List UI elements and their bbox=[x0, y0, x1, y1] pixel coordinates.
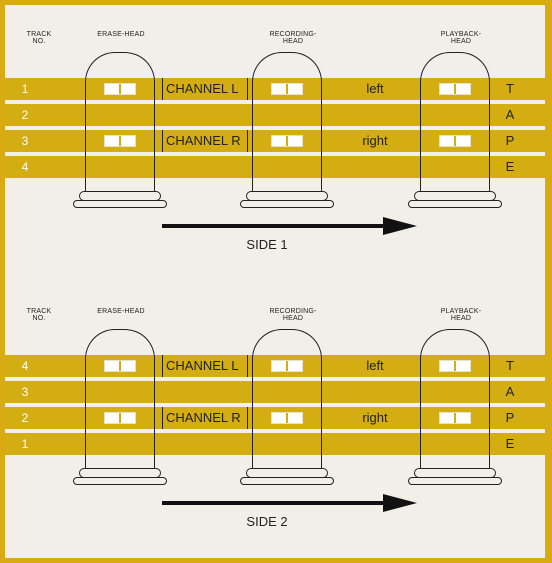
tape-letter: A bbox=[505, 107, 515, 122]
head-gap bbox=[439, 83, 471, 95]
side-label: SIDE 1 bbox=[246, 237, 288, 252]
tape-letter: A bbox=[505, 384, 515, 399]
erase-head bbox=[85, 52, 155, 192]
head-gap bbox=[104, 83, 136, 95]
playback-head-header: PLAYBACK-HEAD bbox=[440, 31, 482, 45]
recording-head-header: RECORDING-HEAD bbox=[269, 31, 317, 45]
track-no-header: TRACK NO. bbox=[26, 31, 52, 45]
head-gap bbox=[104, 360, 136, 372]
direction-arrow bbox=[162, 224, 387, 228]
left-label: left bbox=[366, 81, 384, 96]
erase-head-foot bbox=[73, 477, 167, 485]
right-label: right bbox=[362, 133, 388, 148]
side-2-panel: TRACK NO. ERASE-HEAD RECORDING-HEAD PLAYBAC… bbox=[5, 282, 545, 550]
erase-head-header: ERASE-HEAD bbox=[97, 31, 145, 38]
channel-l-label: CHANNEL L bbox=[162, 355, 248, 377]
tape-letter: E bbox=[505, 436, 515, 451]
tape-letter: P bbox=[505, 133, 515, 148]
playback-head bbox=[420, 329, 490, 469]
playback-head-header: PLAYBACK-HEAD bbox=[440, 308, 482, 322]
channel-r-label: CHANNEL R bbox=[162, 407, 248, 429]
head-gap bbox=[439, 412, 471, 424]
track-number: 4 bbox=[21, 359, 29, 373]
tape-letter: P bbox=[505, 410, 515, 425]
head-gap bbox=[271, 135, 303, 147]
side-label: SIDE 2 bbox=[246, 514, 288, 529]
side-1-panel: TRACK NO. ERASE-HEAD RECORDING-HEAD PLAYBAC… bbox=[5, 5, 545, 273]
track-no-header: TRACK NO. bbox=[26, 308, 52, 322]
arrow-head bbox=[383, 217, 417, 235]
channel-r-label: CHANNEL R bbox=[162, 130, 248, 152]
recording-head bbox=[252, 329, 322, 469]
erase-head-foot bbox=[73, 200, 167, 208]
head-gap bbox=[104, 412, 136, 424]
track-number: 1 bbox=[21, 437, 29, 451]
track-number: 2 bbox=[21, 411, 29, 425]
track-number: 4 bbox=[21, 160, 29, 174]
tape-letter: T bbox=[506, 81, 514, 96]
channel-l-label: CHANNEL L bbox=[162, 78, 248, 100]
arrow-head bbox=[383, 494, 417, 512]
erase-head bbox=[85, 329, 155, 469]
recording-head-foot bbox=[240, 200, 334, 208]
tape-letter: T bbox=[506, 358, 514, 373]
head-gap bbox=[271, 83, 303, 95]
tape-letter: E bbox=[505, 159, 515, 174]
erase-head-header: ERASE-HEAD bbox=[97, 308, 145, 315]
recording-head-header: RECORDING-HEAD bbox=[269, 308, 317, 322]
head-gap bbox=[439, 135, 471, 147]
track-number: 3 bbox=[21, 385, 29, 399]
playback-head bbox=[420, 52, 490, 192]
recording-head-foot bbox=[240, 477, 334, 485]
track-number: 3 bbox=[21, 134, 29, 148]
head-gap bbox=[104, 135, 136, 147]
track-number: 1 bbox=[21, 82, 29, 96]
track-number: 2 bbox=[21, 108, 29, 122]
head-gap bbox=[271, 360, 303, 372]
playback-head-foot bbox=[408, 477, 502, 485]
playback-head-foot bbox=[408, 200, 502, 208]
head-gap bbox=[439, 360, 471, 372]
right-label: right bbox=[362, 410, 388, 425]
head-gap bbox=[271, 412, 303, 424]
tape-head-diagram: TRACK NO. ERASE-HEAD RECORDING-HEAD PLAYBAC… bbox=[5, 5, 545, 558]
recording-head bbox=[252, 52, 322, 192]
left-label: left bbox=[366, 358, 384, 373]
direction-arrow bbox=[162, 501, 387, 505]
